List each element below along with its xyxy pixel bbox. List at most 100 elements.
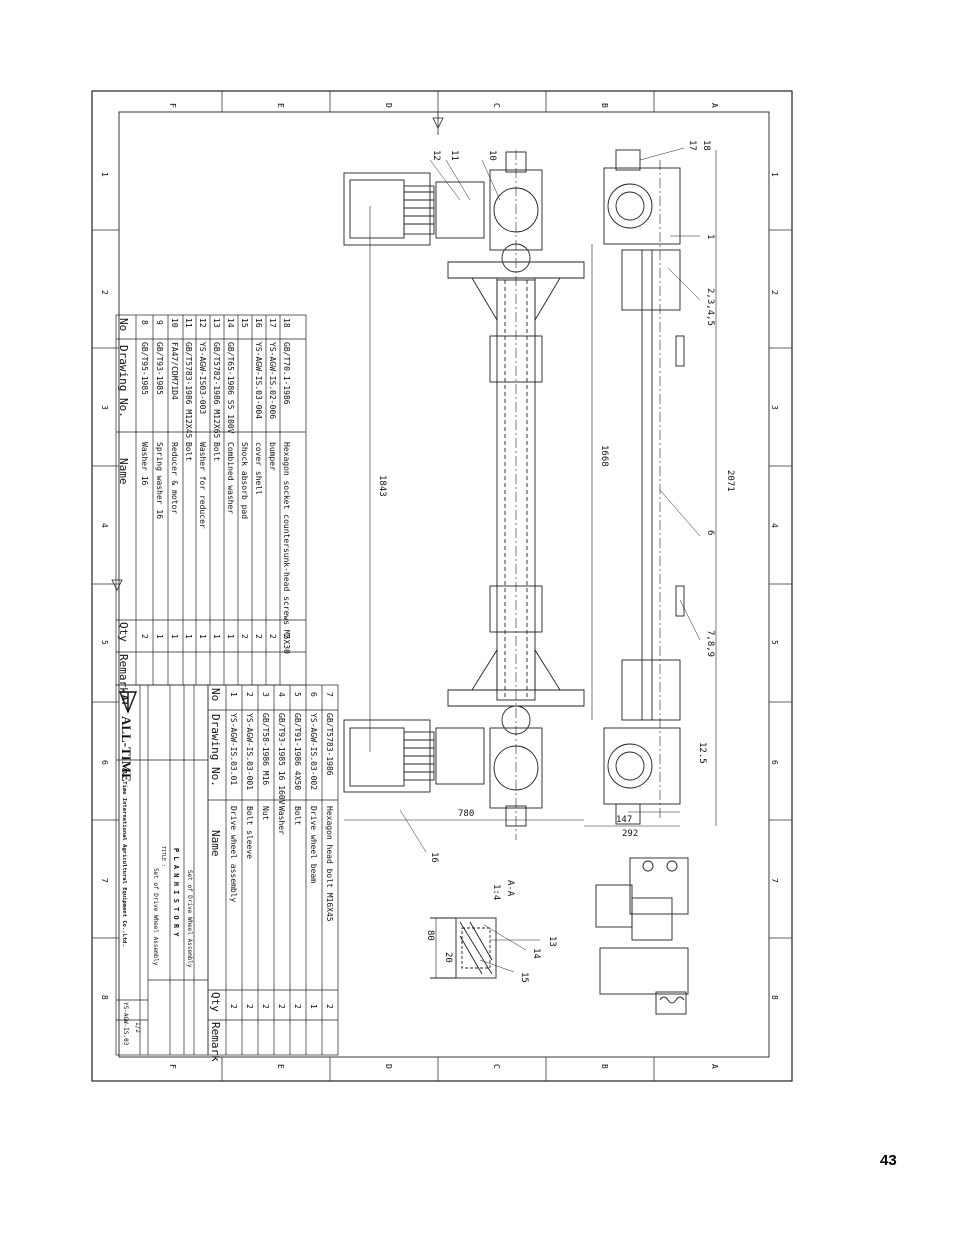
pt-right-drw-1: YS-AGW-IS.03.01 xyxy=(229,713,238,785)
grid-row-6-right: 6 xyxy=(770,760,779,765)
parts-table-right-text: No Drawing No. Name Qty Remark 1 YS-AGW-… xyxy=(209,688,334,1062)
pt-left-name-15: Shock absorb pad xyxy=(240,442,249,519)
grid-row-1-left: 1 xyxy=(100,172,109,177)
grid-row-6-left: 6 xyxy=(100,760,109,765)
pt-left-qty-18: 2 xyxy=(282,634,291,639)
grid-row-8-left: 8 xyxy=(100,995,109,1000)
pt-left-drw-9: GB/T93-1985 xyxy=(155,342,164,395)
pt-left-no-18: 18 xyxy=(282,318,291,328)
drawing-title-2: Set of Drive Wheel Assembly xyxy=(186,870,193,968)
pt-left-qty-12: 1 xyxy=(198,634,207,639)
pt-left-drw-11: GB/T5783-1986 M12X45 xyxy=(184,342,193,439)
pt-left-drw-16: YS-AGW-IS.03-004 xyxy=(254,342,263,419)
pt-right-no-4: 4 xyxy=(277,692,286,697)
pt-left-name-16: cover shell xyxy=(254,442,263,495)
grid-label-e-bottom: E xyxy=(276,1064,285,1069)
grid-ticks xyxy=(92,91,792,1081)
side-view xyxy=(603,149,685,825)
pt-left-qty-11: 1 xyxy=(184,634,193,639)
grid-row-7-left: 7 xyxy=(100,878,109,883)
dim-1843: 1843 xyxy=(377,475,387,497)
pt-right-qty-1: 2 xyxy=(229,1004,238,1009)
pt-left-no-17: 17 xyxy=(268,318,277,328)
pt-right-qty-6: 1 xyxy=(309,1004,318,1009)
parts-table-right xyxy=(207,684,339,1056)
balloon-18: 18 xyxy=(701,140,711,151)
parts-table-left xyxy=(115,314,307,686)
grid-label-a-bottom: A xyxy=(710,1064,719,1069)
pt-right-name-3: Nut xyxy=(261,806,270,821)
pt-left-header-name: Name xyxy=(117,458,130,485)
inner-border xyxy=(118,111,770,1058)
plan-view xyxy=(343,150,585,840)
pt-left-name-14: Combined washer xyxy=(226,442,235,514)
pt-left-no-11: 11 xyxy=(184,318,193,328)
pt-left-drw-8: GB/T95-1985 xyxy=(140,342,149,395)
pt-left-qty-8: 2 xyxy=(140,634,149,639)
pt-right-drw-6: YS-AGW-IS.03-002 xyxy=(309,713,318,790)
grid-row-3-right: 3 xyxy=(770,405,779,410)
pt-left-no-9: 9 xyxy=(155,320,164,325)
dim-80: 80 xyxy=(425,930,435,941)
pt-right-qty-7: 2 xyxy=(325,1004,334,1009)
pt-left-header-remark: Remark xyxy=(117,654,130,694)
dim-147: 147 xyxy=(616,815,632,825)
grid-row-8-right: 8 xyxy=(770,995,779,1000)
dim-1668: 1668 xyxy=(599,445,609,467)
pt-right-header-qty: Qty xyxy=(209,992,222,1012)
company-full: All Time International Agricultural Equi… xyxy=(121,768,127,947)
grid-label-c-bottom: C xyxy=(492,1064,501,1069)
pt-left-qty-16: 2 xyxy=(254,634,263,639)
pt-right-drw-7: GB/T5783-1986 xyxy=(325,713,334,776)
dimension-lines xyxy=(344,150,717,978)
pt-right-no-1: 1 xyxy=(229,692,238,697)
outer-frame xyxy=(91,90,793,1082)
pt-right-qty-2: 2 xyxy=(245,1004,254,1009)
end-view xyxy=(595,857,689,1015)
dim-12-5: 12.5 xyxy=(697,742,707,764)
balloon-11: 11 xyxy=(449,150,459,161)
pt-right-drw-4: GB/T93-1985 16 160V xyxy=(277,713,286,805)
balloon-leaders xyxy=(399,147,701,973)
parts-table-left-text: No Drawing No. Name Qty Remark 8 GB/T95-… xyxy=(117,318,291,694)
section-label: A-A xyxy=(505,880,515,897)
centring-marks xyxy=(111,112,444,591)
pt-left-no-15: 15 xyxy=(240,318,249,328)
pt-left-name-17: bumper xyxy=(268,442,277,471)
pt-right-header-drawing: Drawing No. xyxy=(209,714,222,787)
grid-row-labels-right: 1 2 3 4 5 6 7 8 xyxy=(770,172,779,1000)
pt-left-no-14: 14 xyxy=(226,318,235,328)
pt-right-header-remark: Remark xyxy=(209,1022,222,1062)
grid-col-labels-bottom: A B C D E F xyxy=(168,1064,719,1069)
balloon-1: 1 xyxy=(705,234,715,239)
pt-left-name-13: Bolt xyxy=(212,442,221,461)
pt-right-name-5: Bolt xyxy=(293,806,302,825)
dim-292: 292 xyxy=(622,829,638,839)
pt-right-name-7: Hexagon head bolt M16X45 xyxy=(325,806,334,922)
balloon-12: 12 xyxy=(431,150,441,161)
pt-right-no-2: 2 xyxy=(245,692,254,697)
pt-left-drw-10: FA47/CDM71D4 xyxy=(170,342,179,400)
balloon-10: 10 xyxy=(487,150,497,161)
title-label: TITLE : xyxy=(160,846,166,867)
balloon-15: 15 xyxy=(519,972,529,983)
pt-left-qty-14: 1 xyxy=(226,634,235,639)
grid-label-f-top: F xyxy=(168,103,177,108)
grid-col-labels-top: A B C D E F xyxy=(168,103,719,108)
pt-right-qty-3: 2 xyxy=(261,1004,270,1009)
pt-left-qty-13: 1 xyxy=(212,634,221,639)
grid-label-f-bottom: F xyxy=(168,1064,177,1069)
company-short: ALL-TIME xyxy=(119,716,134,782)
pt-left-qty-15: 2 xyxy=(240,634,249,639)
pt-left-name-9: Spring washer 16 xyxy=(155,442,164,519)
pt-right-no-5: 5 xyxy=(293,692,302,697)
pt-left-no-13: 13 xyxy=(212,318,221,328)
pt-right-qty-5: 2 xyxy=(293,1004,302,1009)
section-scale: 1:4 xyxy=(491,884,501,900)
dim-780: 780 xyxy=(458,809,474,819)
grid-row-5-right: 5 xyxy=(770,640,779,645)
pt-left-no-8: 8 xyxy=(140,320,149,325)
balloon-2-5: 2,3,4,5 xyxy=(705,288,715,326)
balloon-7-9: 7,8,9 xyxy=(705,630,715,657)
balloon-14: 14 xyxy=(531,948,541,959)
